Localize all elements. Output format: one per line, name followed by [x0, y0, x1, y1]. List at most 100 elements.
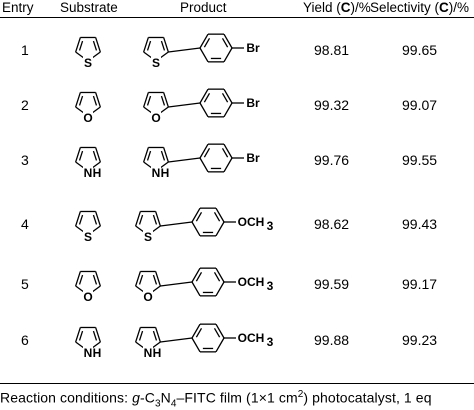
- heteroatom-label: N: [84, 346, 93, 360]
- ring-double-bond: [78, 214, 84, 225]
- selectivity-value: 99.07: [402, 97, 438, 113]
- biaryl-bond: [168, 157, 201, 163]
- nh-hydrogen-label: H: [153, 346, 162, 360]
- ring-bond: [75, 147, 81, 163]
- yield-value: 99.59: [314, 276, 350, 292]
- phenyl-double-bond: [213, 328, 221, 338]
- ring-bond: [143, 37, 149, 53]
- phenyl-bond: [191, 323, 201, 339]
- substrate-structure: S: [66, 204, 116, 250]
- heteroatom-label: O: [143, 290, 152, 304]
- ring-bond: [75, 271, 81, 287]
- ring-bond: [95, 147, 101, 163]
- phenyl-double-bond: [203, 93, 211, 103]
- ring-double-bond: [92, 95, 98, 106]
- ring-bond: [95, 37, 101, 53]
- phenyl-bond: [191, 267, 201, 283]
- footnote-text-4: N: [160, 389, 171, 406]
- label-mask: [83, 346, 93, 358]
- biaryl-bond: [168, 47, 201, 53]
- entry-number: 3: [21, 152, 29, 168]
- footnote: Reaction conditions: g-C3N4–FITC film (1…: [0, 389, 474, 409]
- phenyl-bond: [191, 281, 201, 297]
- label-mask: [143, 290, 153, 302]
- ring-double-bond: [160, 40, 166, 51]
- yield-value: 99.76: [314, 152, 350, 168]
- substituent-subscript: 3: [267, 219, 274, 233]
- footnote-text-5: –FITC film (1×1 cm: [176, 389, 298, 406]
- phenyl-bond: [215, 281, 225, 297]
- ring-double-bond: [92, 150, 98, 161]
- ring-bond: [95, 92, 101, 108]
- ring-double-bond: [146, 150, 152, 161]
- selectivity-value: 99.65: [402, 42, 438, 58]
- ring-bond: [95, 271, 101, 287]
- ring-bond: [135, 211, 141, 227]
- phenyl-double-bond: [221, 93, 229, 103]
- product-svg: SBr: [143, 33, 260, 70]
- ring-double-bond: [78, 95, 84, 106]
- phenyl-bond: [223, 143, 233, 159]
- ring-double-bond: [160, 95, 166, 106]
- nh-hydrogen-label: H: [93, 346, 102, 360]
- selectivity-value: 99.17: [402, 276, 438, 292]
- yield-value: 99.32: [314, 97, 350, 113]
- label-mask: [83, 111, 93, 123]
- header-product: Product: [180, 0, 227, 15]
- ring-bond: [75, 211, 81, 227]
- ring-double-bond: [78, 150, 84, 161]
- yield-value: 98.81: [314, 42, 350, 58]
- phenyl-bond: [223, 157, 233, 173]
- footnote-text-3: -C: [139, 389, 155, 406]
- phenyl-bond: [223, 33, 233, 49]
- product-svg: OBr: [143, 88, 260, 125]
- entry-number: 6: [21, 332, 29, 348]
- phenyl-bond: [199, 157, 209, 173]
- ring-bond: [163, 147, 169, 163]
- selectivity-value: 99.23: [402, 332, 438, 348]
- ring-bond: [75, 92, 81, 108]
- heteroatom-label: N: [144, 346, 153, 360]
- substrate-structure: O: [66, 85, 116, 131]
- ring-double-bond: [152, 274, 158, 285]
- footnote-sup-2: 2: [297, 389, 304, 400]
- substituent-label: OCH: [238, 331, 265, 345]
- ring-bond: [75, 37, 81, 53]
- heteroatom-label: O: [83, 290, 92, 304]
- selectivity-value: 99.55: [402, 152, 438, 168]
- phenyl-bond: [223, 47, 233, 63]
- substrate-svg: S: [75, 210, 101, 244]
- phenyl-double-bond: [195, 272, 203, 282]
- label-mask: [143, 346, 153, 358]
- ring-double-bond: [138, 274, 144, 285]
- label-mask: [83, 290, 93, 302]
- label-mask: [83, 166, 93, 178]
- substituent-label: OCH: [238, 275, 265, 289]
- header-entry: Entry: [2, 0, 34, 15]
- ring-bond: [155, 327, 161, 343]
- ring-double-bond: [92, 40, 98, 51]
- heteroatom-label: O: [151, 111, 160, 125]
- ring-double-bond: [152, 214, 158, 225]
- phenyl-double-bond: [203, 148, 211, 158]
- phenyl-bond: [223, 102, 233, 118]
- phenyl-double-bond: [213, 212, 221, 222]
- phenyl-bond: [191, 207, 201, 223]
- ring-bond: [155, 211, 161, 227]
- ring-bond: [135, 271, 141, 287]
- substrate-svg: O: [75, 91, 101, 125]
- phenyl-double-bond: [213, 272, 221, 282]
- phenyl-bond: [223, 88, 233, 104]
- header-yield-pre: Yield (: [303, 0, 341, 15]
- phenyl-double-bond: [221, 148, 229, 158]
- phenyl-double-bond: [221, 38, 229, 48]
- phenyl-bond: [191, 221, 201, 237]
- footnote-text-1: Reaction conditions:: [0, 389, 133, 406]
- ring-bond: [75, 327, 81, 343]
